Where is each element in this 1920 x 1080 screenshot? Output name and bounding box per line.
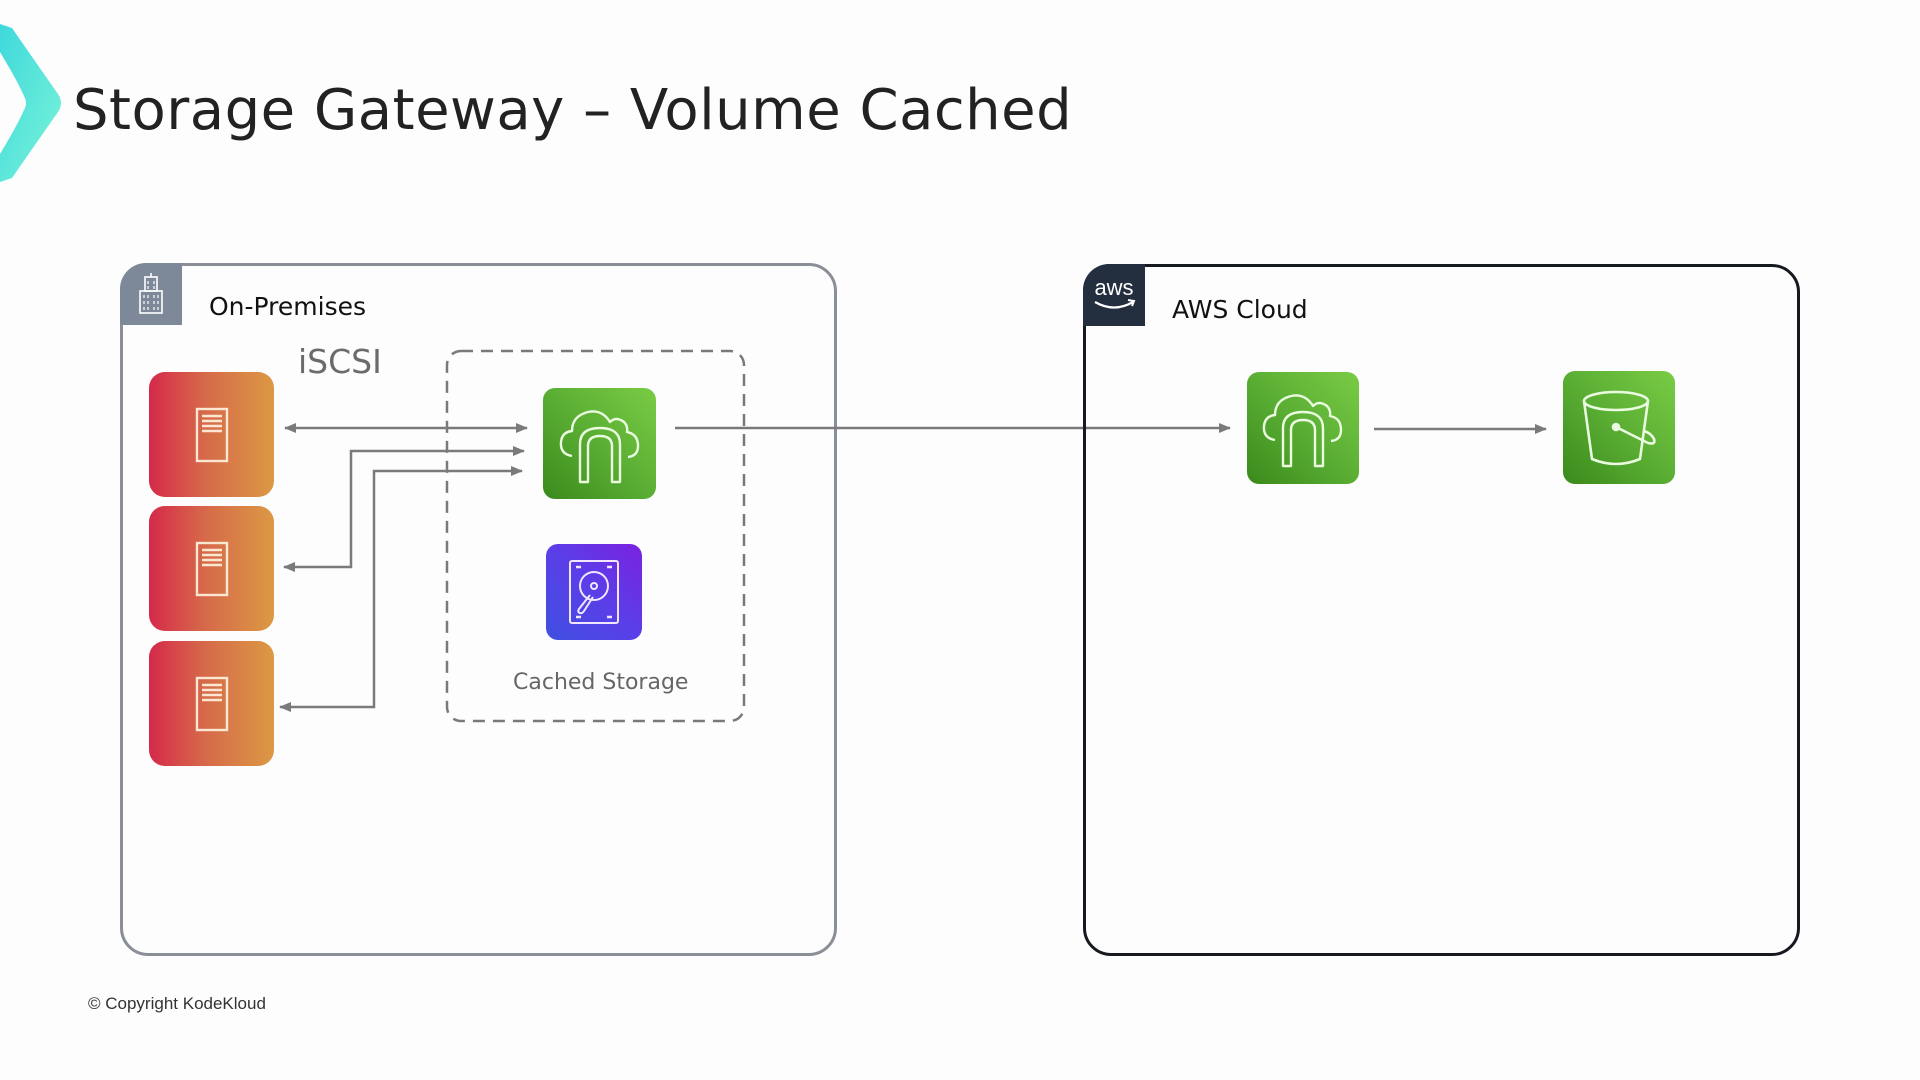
iscsi-arrow-server-2 <box>283 446 525 572</box>
onprem-storage-gateway[interactable] <box>543 388 656 499</box>
on-premises-label: On-Premises <box>209 292 367 321</box>
copyright-text: © Copyright KodeKloud <box>88 994 266 1013</box>
aws-cloud-group: aws AWS Cloud <box>1083 264 1800 956</box>
s3-bucket-icon <box>1582 390 1656 465</box>
server-icon <box>195 541 228 596</box>
aws-logo-icon: aws <box>1083 264 1145 326</box>
page-title: Storage Gateway – Volume Cached <box>73 78 1073 143</box>
kodekloud-logo-icon <box>0 24 61 182</box>
server-1[interactable] <box>149 372 274 497</box>
aws-cloud-label: AWS Cloud <box>1172 295 1308 324</box>
aws-storage-gateway[interactable] <box>1247 372 1359 484</box>
s3-bucket[interactable] <box>1563 371 1675 484</box>
storage-gateway-icon <box>1262 394 1343 468</box>
office-building-icon <box>120 263 182 325</box>
server-icon <box>195 407 228 462</box>
cached-storage[interactable] <box>546 544 642 640</box>
server-2[interactable] <box>149 506 274 631</box>
server-icon <box>195 676 228 731</box>
iscsi-label: iSCSI <box>298 342 382 381</box>
gateway-vm-boundary <box>445 349 746 723</box>
storage-gateway-icon <box>559 409 639 483</box>
aws-badge-text: aws <box>1094 275 1133 300</box>
cached-storage-label: Cached Storage <box>513 670 689 695</box>
server-3[interactable] <box>149 641 274 766</box>
iscsi-arrow-server-3 <box>279 466 523 712</box>
hard-disk-icon <box>569 560 619 624</box>
on-premises-group: On-Premises <box>120 263 837 956</box>
